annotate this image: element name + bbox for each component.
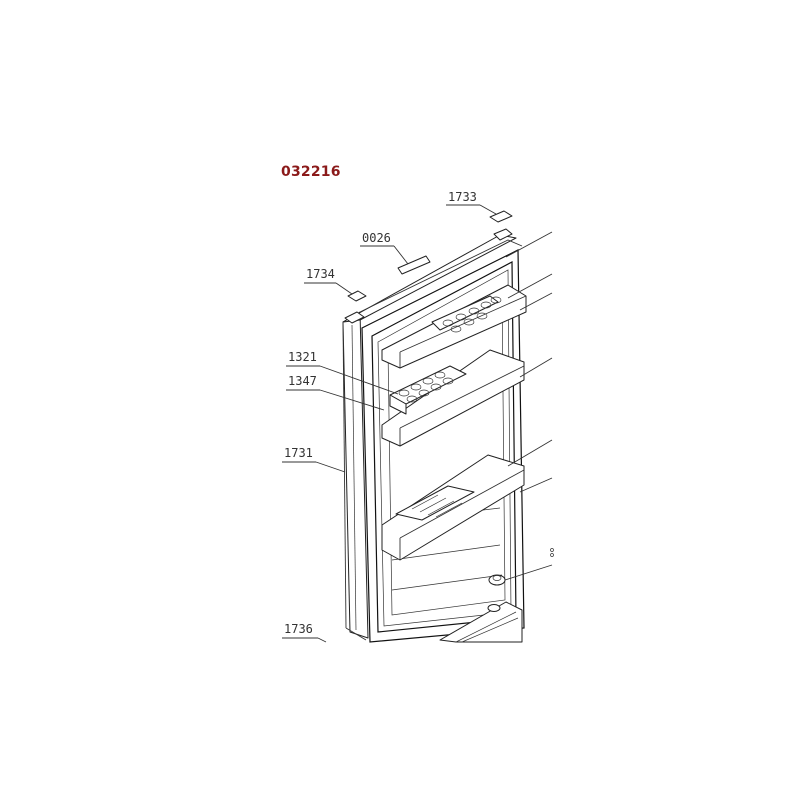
diagram-code: 032216 — [281, 164, 341, 180]
egg-tray-middle — [398, 371, 454, 403]
egg-tray-top — [442, 296, 502, 333]
top-door-shelf — [381, 284, 527, 369]
label-0026: 0026 — [360, 231, 409, 265]
svg-text:1347: 1347 — [288, 374, 317, 388]
label-1347: 1347 — [286, 374, 385, 411]
door-frame — [342, 228, 523, 641]
loose-parts — [347, 210, 554, 643]
bottom-door-shelf — [381, 454, 525, 561]
svg-text:1734: 1734 — [306, 267, 335, 281]
svg-text:1731: 1731 — [284, 446, 313, 460]
svg-text:1321: 1321 — [288, 350, 317, 364]
label-1731: 1731 — [282, 446, 346, 473]
svg-text:1733: 1733 — [448, 190, 477, 204]
svg-text:0026: 0026 — [362, 231, 391, 245]
label-1321: 1321 — [286, 350, 399, 395]
label-1736: 1736 — [282, 622, 327, 643]
leader-lines-right — [504, 231, 553, 581]
svg-text:1736: 1736 — [284, 622, 313, 636]
label-1734: 1734 — [304, 267, 353, 295]
label-1733: 1733 — [446, 190, 497, 215]
middle-door-shelf — [381, 349, 525, 447]
